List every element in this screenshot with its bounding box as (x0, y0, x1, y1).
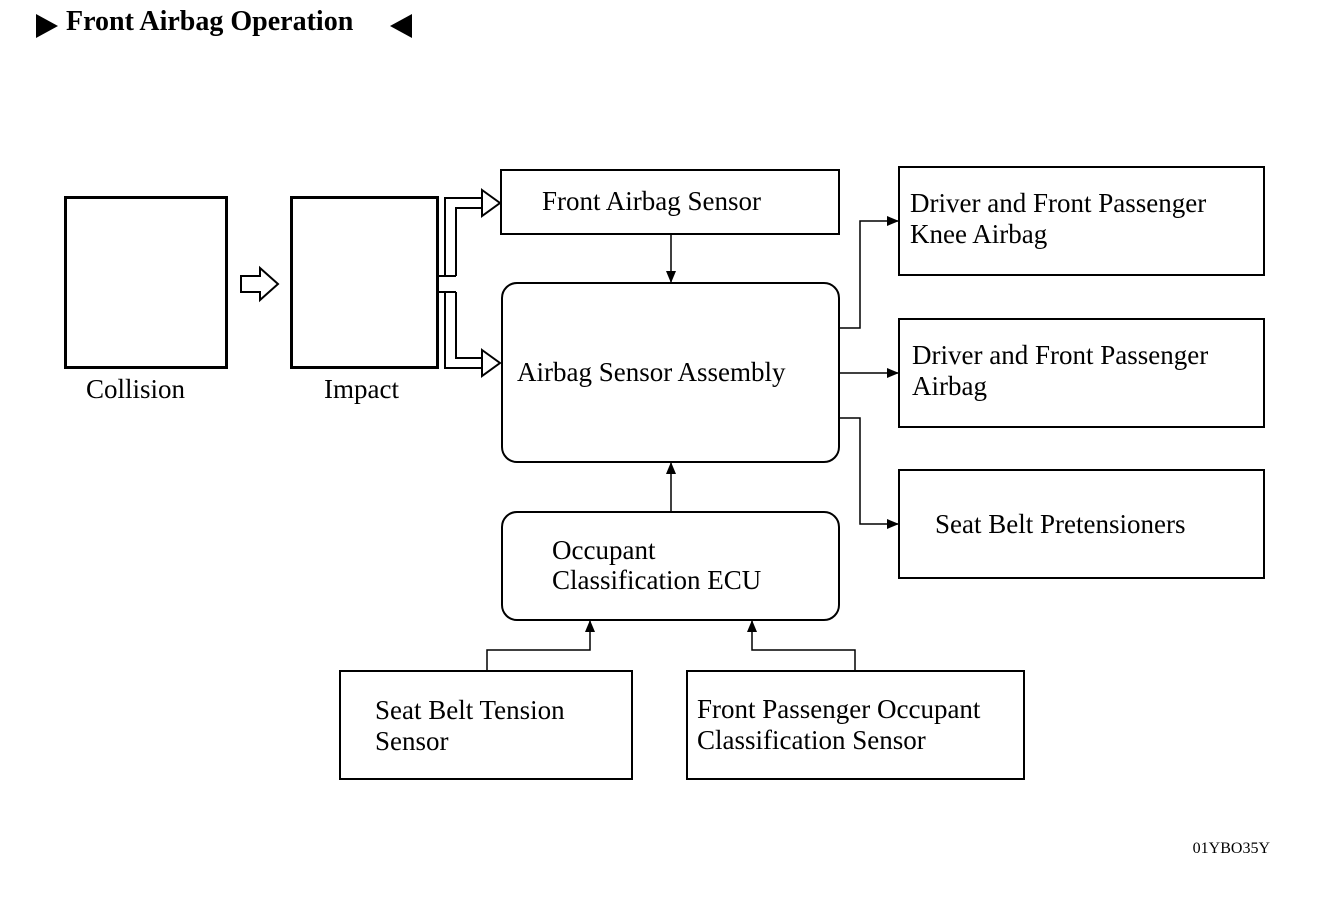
front-airbag-sensor-label: Front Airbag Sensor (542, 186, 761, 216)
arrow-assembly-to-pretensioners (839, 417, 899, 529)
arrow-tension-sensor-to-ecu (486, 620, 595, 672)
pretensioners-label: Seat Belt Pretensioners (935, 509, 1186, 539)
hollow-split-arrow (438, 188, 502, 378)
seat-belt-tension-sensor-box: Seat Belt Tension Sensor (339, 670, 633, 780)
connector-lines (486, 216, 899, 672)
airbag-line1: Driver and Front Passenger (912, 340, 1209, 370)
collision-caption: Collision (86, 374, 186, 404)
page-title: Front Airbag Operation (66, 6, 354, 37)
front-airbag-sensor-box: Front Airbag Sensor (500, 169, 840, 235)
arrow-assembly-to-knee-airbag (839, 216, 899, 329)
title-right-triangle-icon (36, 14, 58, 38)
hollow-arrow-collision-to-impact (240, 265, 280, 303)
occupant-classification-ecu-box: Occupant Classification ECU (501, 511, 840, 621)
tension-sensor-line1: Seat Belt Tension (375, 695, 565, 725)
impact-box (290, 196, 439, 369)
airbag-line2: Airbag (912, 371, 987, 401)
knee-airbag-line2: Knee Airbag (910, 219, 1048, 249)
title-left-triangle-icon (390, 14, 412, 38)
occupant-classification-sensor-box: Front Passenger Occupant Classification … (686, 670, 1025, 780)
arrow-occupant-sensor-to-ecu (747, 620, 856, 672)
knee-airbag-box: Driver and Front Passenger Knee Airbag (898, 166, 1265, 276)
occupant-sensor-line1: Front Passenger Occupant (697, 694, 981, 724)
pretensioners-box: Seat Belt Pretensioners (898, 469, 1265, 579)
figure-code: 01YBO35Y (1192, 840, 1270, 857)
knee-airbag-line1: Driver and Front Passenger (910, 188, 1207, 218)
airbag-box: Driver and Front Passenger Airbag (898, 318, 1265, 428)
occupant-ecu-line2: Classification ECU (552, 565, 762, 595)
occupant-sensor-line2: Classification Sensor (697, 725, 926, 755)
tension-sensor-line2: Sensor (375, 726, 449, 756)
collision-box (64, 196, 228, 369)
occupant-ecu-line1: Occupant (552, 535, 656, 565)
impact-caption: Impact (324, 374, 399, 404)
airbag-sensor-assembly-box: Airbag Sensor Assembly (501, 282, 840, 463)
airbag-sensor-assembly-label: Airbag Sensor Assembly (517, 357, 786, 387)
